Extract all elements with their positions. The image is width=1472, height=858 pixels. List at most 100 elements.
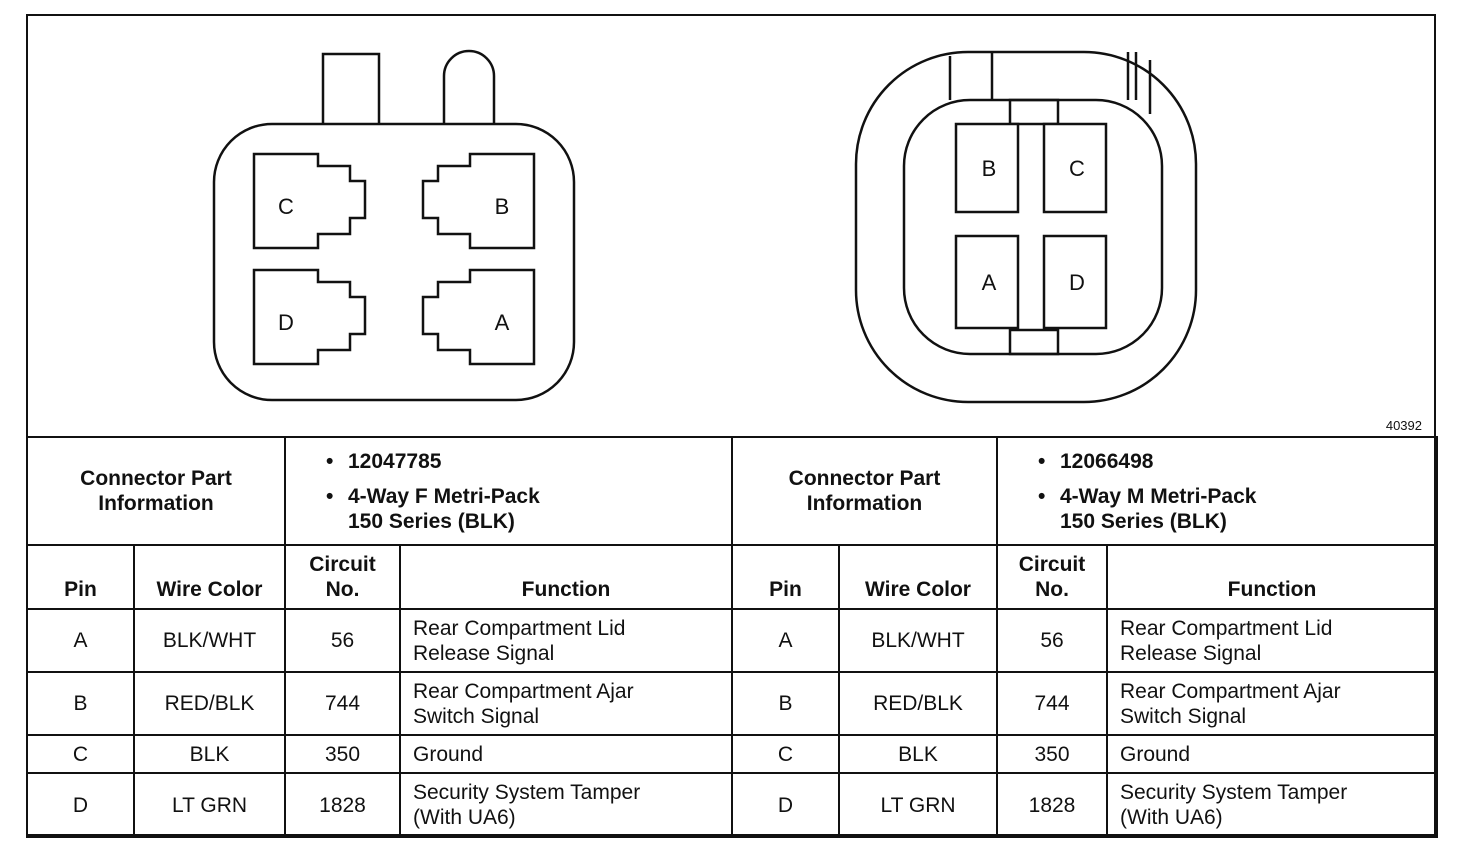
left-wire-cell: LT GRN: [133, 772, 286, 838]
left-function-line1: Security System Tamper: [413, 781, 641, 804]
connector-info-table: Connector Part Information 12047785 4-Wa…: [26, 436, 1439, 838]
figure-id: 40392: [1385, 418, 1422, 433]
female-cavity-d: [252, 268, 367, 366]
left-col-circuit-line1: Circuit: [309, 553, 376, 576]
left-function-cell: Rear Compartment Lid Release Signal: [399, 608, 733, 673]
right-part-info-values: 12066498 4-Way M Metri-Pack 150 Series (…: [995, 436, 1439, 546]
male-cavity-a: [954, 234, 1020, 330]
right-function-line2: (With UA6): [1120, 806, 1223, 829]
male-connector-shroud: [854, 50, 1198, 404]
female-connector: C B D A: [212, 49, 576, 402]
left-function-cell: Ground: [399, 734, 733, 774]
right-function-cell: Rear Compartment Lid Release Signal: [1105, 608, 1439, 673]
left-circuit-cell: 56: [284, 608, 401, 673]
left-part-info-values: 12047785 4-Way F Metri-Pack 150 Series (…: [284, 436, 733, 546]
table-row: B RED/BLK 744 Rear Compartment Ajar Swit…: [26, 671, 1439, 736]
left-wire-cell: BLK: [133, 734, 286, 774]
left-part-info-label-line1: Connector Part: [80, 467, 232, 490]
left-col-wire-color: Wire Color: [133, 544, 286, 610]
left-part-info-label-line2: Information: [98, 492, 214, 515]
column-header-row: Pin Wire Color Circuit No. Function Pin …: [26, 544, 1439, 610]
male-pin-a-label: A: [982, 270, 997, 295]
male-pin-d-label: D: [1069, 270, 1085, 295]
right-function-line1: Rear Compartment Lid: [1120, 616, 1333, 640]
right-function-line2: Release Signal: [1120, 641, 1262, 665]
female-pin-a-label: A: [495, 310, 510, 335]
left-part-info-label: Connector Part Information: [26, 436, 286, 546]
left-col-circuit-line2: No.: [325, 578, 360, 601]
male-divider-bottom: [1008, 328, 1060, 356]
right-function-line1: Ground: [1120, 742, 1191, 766]
right-col-circuit-line2: No.: [1035, 578, 1069, 601]
right-pin-cell: D: [731, 772, 840, 838]
right-pin-cell: B: [731, 671, 840, 736]
left-function-cell: Security System Tamper (With UA6): [399, 772, 733, 838]
left-function-cell: Rear Compartment Ajar Switch Signal: [399, 671, 733, 736]
right-col-function: Function: [1105, 544, 1439, 610]
right-col-circuit: Circuit No.: [996, 544, 1108, 610]
right-part-number: 12066498: [1038, 449, 1430, 474]
right-part-description: 4-Way M Metri-Pack 150 Series (BLK): [1038, 484, 1430, 534]
left-wire-cell: RED/BLK: [133, 671, 286, 736]
right-col-pin: Pin: [731, 544, 840, 610]
female-pin-d-label: D: [278, 310, 294, 335]
right-part-info-label-line2: Information: [806, 492, 923, 515]
left-circuit-cell: 1828: [284, 772, 401, 838]
right-pin-cell: A: [731, 608, 840, 673]
connector-drawings: C B D A: [28, 16, 1434, 438]
right-function-line1: Rear Compartment Ajar: [1120, 679, 1341, 703]
left-col-circuit: Circuit No.: [284, 544, 401, 610]
left-wire-cell: BLK/WHT: [133, 608, 286, 673]
table-row: D LT GRN 1828 Security System Tamper (Wi…: [26, 772, 1439, 838]
right-part-desc-line2: 150 Series (BLK): [1060, 509, 1227, 533]
male-cavity-c: [1042, 122, 1108, 214]
right-circuit-cell: 56: [996, 608, 1108, 673]
right-function-cell: Ground: [1105, 734, 1439, 774]
female-cavity-c: [252, 152, 367, 250]
right-circuit-cell: 1828: [996, 772, 1108, 838]
left-function-line1: Ground: [413, 742, 484, 766]
female-key-tab: [442, 49, 496, 128]
female-pin-c-label: C: [278, 194, 294, 219]
right-wire-cell: BLK: [838, 734, 998, 774]
left-circuit-cell: 744: [284, 671, 401, 736]
right-pin-cell: C: [731, 734, 840, 774]
right-circuit-cell: 350: [996, 734, 1108, 774]
female-latch-tab: [321, 52, 381, 130]
connector-svg: C B D A: [212, 49, 1198, 404]
right-part-info-label-line1: Connector Part: [788, 467, 941, 490]
left-function-line2: Switch Signal: [413, 704, 540, 728]
diagram-frame: C B D A: [26, 14, 1439, 838]
left-function-line2: Release Signal: [413, 641, 555, 665]
table-row: A BLK/WHT 56 Rear Compartment Lid Releas…: [26, 608, 1439, 673]
right-wire-cell: LT GRN: [838, 772, 998, 838]
left-function-line1: Rear Compartment Lid: [413, 616, 626, 640]
left-circuit-cell: 350: [284, 734, 401, 774]
female-pin-b-label: B: [495, 194, 510, 219]
left-col-pin: Pin: [26, 544, 135, 610]
male-cavity-d: [1042, 234, 1108, 330]
male-pin-b-label: B: [982, 156, 997, 181]
left-function-line1: Rear Compartment Ajar: [413, 679, 634, 703]
male-cavity-b: [954, 122, 1020, 214]
male-divider-top: [1008, 98, 1060, 126]
right-function-cell: Security System Tamper (With UA6): [1105, 772, 1439, 838]
right-wire-cell: BLK/WHT: [838, 608, 998, 673]
left-part-desc-line2: 150 Series (BLK): [348, 509, 515, 533]
female-connector-body: [212, 122, 576, 402]
right-function-cell: Rear Compartment Ajar Switch Signal: [1105, 671, 1439, 736]
left-pin-cell: A: [26, 608, 135, 673]
right-col-wire-color: Wire Color: [838, 544, 998, 610]
table-row: C BLK 350 Ground C BLK 350 Ground: [26, 734, 1439, 774]
left-part-description: 4-Way F Metri-Pack 150 Series (BLK): [326, 484, 725, 534]
female-cavity-b: [421, 152, 536, 250]
left-pin-cell: B: [26, 671, 135, 736]
left-function-line2: (With UA6): [413, 806, 516, 829]
right-part-desc-line1: 4-Way M Metri-Pack: [1060, 484, 1257, 508]
left-pin-cell: D: [26, 772, 135, 838]
part-info-row: Connector Part Information 12047785 4-Wa…: [26, 436, 1439, 546]
right-circuit-cell: 744: [996, 671, 1108, 736]
right-function-line2: Switch Signal: [1120, 704, 1247, 728]
right-part-info-label: Connector Part Information: [731, 436, 998, 546]
right-col-circuit-line1: Circuit: [1018, 553, 1086, 576]
